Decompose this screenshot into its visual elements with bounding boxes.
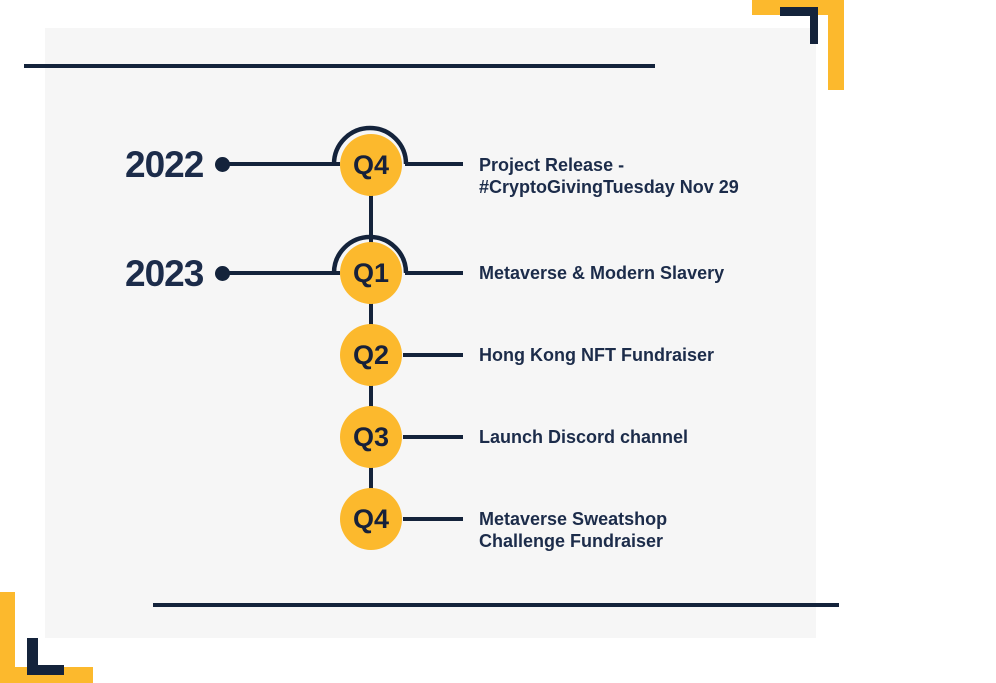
quarter-marker-q1-2023: Q1: [340, 242, 402, 304]
top-divider-line: [24, 64, 655, 68]
corner-accent-bottom-left-navy-vertical: [27, 638, 38, 675]
corner-accent-bottom-left-navy-horizontal: [27, 665, 64, 675]
year-connector-2022: [222, 162, 340, 166]
quarter-label: Q2: [352, 339, 390, 370]
item-description-4: Launch Discord channel: [479, 427, 689, 447]
year-label-2022: 2022: [125, 144, 204, 185]
corner-accent-top-right-yellow-vertical: [828, 0, 844, 90]
item-description-2: Metaverse & Modern Slavery: [479, 263, 725, 283]
item-connector-3: [403, 353, 463, 357]
corner-accent-top-right-navy-vertical: [810, 7, 818, 44]
quarter-label: Q4: [352, 149, 390, 180]
timeline-arc-q1-2023: [331, 234, 409, 274]
quarter-marker-q4-2023: Q4: [340, 488, 402, 550]
background-card: [45, 28, 816, 638]
item-description-1: Project Release - #CryptoGivingTuesday N…: [479, 155, 739, 197]
corner-accent-top-right-navy-horizontal: [780, 7, 818, 16]
quarter-label: Q4: [352, 503, 390, 534]
bottom-divider-line: [153, 603, 839, 607]
timeline-arc-q4-2022: [331, 125, 409, 165]
quarter-label: Q3: [352, 421, 390, 452]
quarter-label: Q1: [352, 257, 390, 288]
corner-accent-bottom-left-yellow-vertical: [0, 592, 15, 683]
item-connector-1: [405, 162, 463, 166]
corner-accent-bottom-left-yellow-horizontal: [0, 667, 93, 683]
year-connector-2023: [222, 271, 340, 275]
quarter-marker-q3-2023: Q3: [340, 406, 402, 468]
item-connector-4: [403, 435, 463, 439]
item-description-5: Metaverse Sweatshop Challenge Fundraiser: [479, 509, 668, 551]
quarter-marker-q2-2023: Q2: [340, 324, 402, 386]
item-description-3: Hong Kong NFT Fundraiser: [479, 345, 714, 365]
year-label-2023: 2023: [125, 253, 204, 294]
quarter-marker-q4-2022: Q4: [340, 134, 402, 196]
item-connector-2: [405, 271, 463, 275]
item-connector-5: [403, 517, 463, 521]
